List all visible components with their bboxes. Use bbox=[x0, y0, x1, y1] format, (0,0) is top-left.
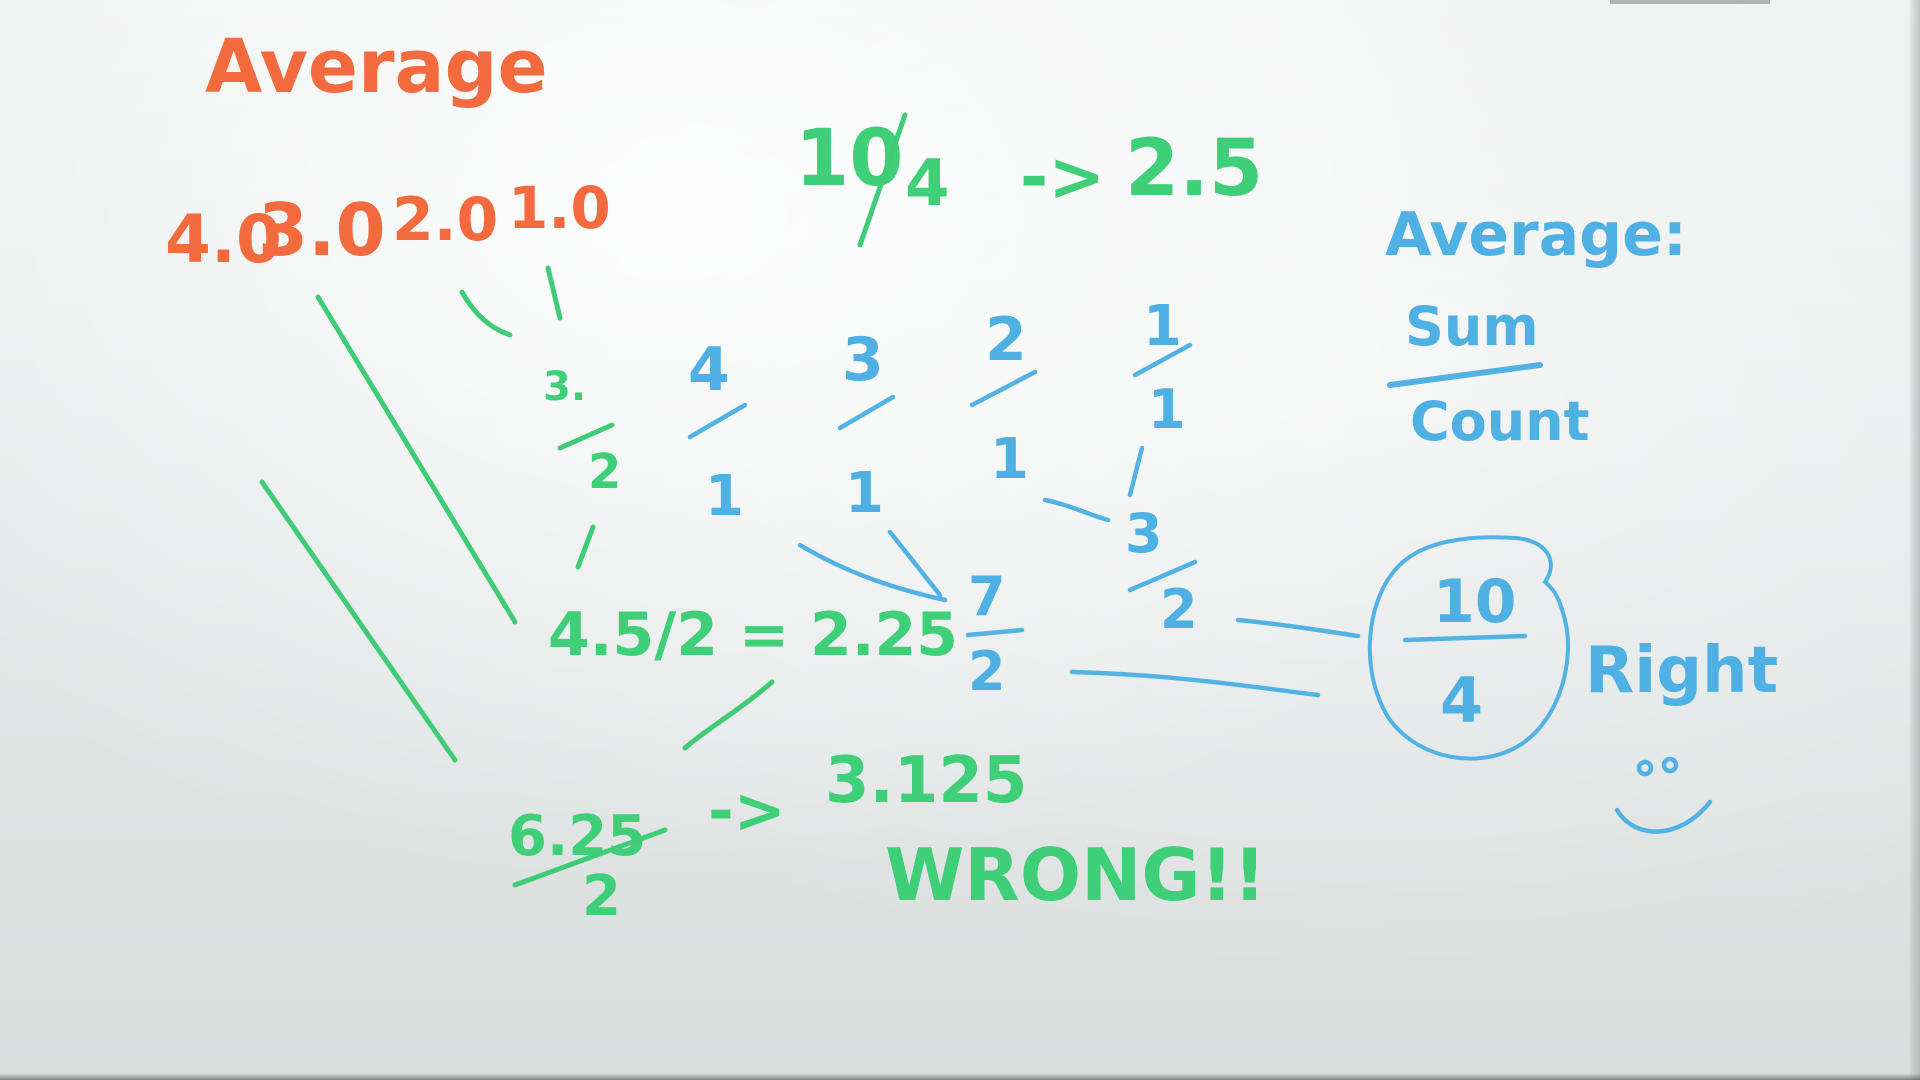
fraction-3-denominator: 1 bbox=[845, 461, 884, 526]
fraction-1-tail-stroke bbox=[1127, 445, 1145, 498]
smiley-left-eye bbox=[1636, 759, 1654, 777]
left-sum-numerator: 7 bbox=[968, 565, 1006, 628]
total-numerator: 10 bbox=[1433, 567, 1517, 637]
top-numerator: 10 bbox=[795, 114, 904, 204]
decimal-values-row: 4.0 3.0 2.0 1.0 bbox=[165, 174, 611, 278]
fraction-1-over-1: 1 1 bbox=[1127, 294, 1193, 498]
right-path: 7 2 3 2 10 4 Right bbox=[797, 497, 1778, 834]
pair-line-2-0 bbox=[459, 289, 513, 338]
board-clip bbox=[1610, 0, 1770, 4]
fraction-1-bar bbox=[1132, 342, 1193, 378]
value-2-0: 2.0 bbox=[392, 185, 498, 255]
right-verdict: Right bbox=[1585, 634, 1778, 708]
fraction-1-numerator: 1 bbox=[1143, 294, 1182, 359]
smiley-right-eye bbox=[1661, 756, 1679, 774]
right-sum-numerator: 3 bbox=[1125, 502, 1163, 565]
fraction-4-numerator: 4 bbox=[688, 335, 730, 405]
first-step-numerator: 3. bbox=[543, 364, 586, 410]
right-sum-denominator: 2 bbox=[1160, 578, 1198, 641]
total-denominator: 4 bbox=[1440, 664, 1483, 737]
top-fraction-slash bbox=[857, 112, 908, 248]
third-step-bar bbox=[512, 827, 668, 888]
wrong-result: 3.125 bbox=[825, 744, 1027, 818]
third-step-denominator: 2 bbox=[582, 864, 621, 929]
pair-line-4-left bbox=[797, 542, 948, 603]
total-circle bbox=[1367, 535, 1570, 761]
pair-line-2-right bbox=[1042, 497, 1111, 523]
fraction-3-over-1: 3 1 bbox=[837, 325, 896, 526]
fraction-2-denominator: 1 bbox=[990, 427, 1029, 492]
title-group: Average bbox=[205, 24, 548, 110]
average-title: Average bbox=[205, 24, 548, 110]
total-fraction-bar bbox=[1402, 633, 1528, 643]
right-sum-bar bbox=[1127, 559, 1198, 593]
top-denominator: 4 bbox=[905, 147, 950, 221]
fraction-4-over-1: 4 1 bbox=[687, 335, 748, 529]
fraction-2-bar bbox=[969, 369, 1038, 408]
average-definition: Average: Sum Count bbox=[1385, 200, 1687, 453]
fraction-2-over-1: 2 1 bbox=[969, 305, 1038, 492]
fraction-2-numerator: 2 bbox=[985, 305, 1027, 375]
smiley-face-icon bbox=[1614, 756, 1713, 834]
board-edge-right bbox=[1910, 0, 1920, 1080]
definition-numerator: Sum bbox=[1405, 295, 1539, 358]
value-4-0: 4.0 bbox=[165, 201, 282, 278]
fraction-4-bar bbox=[687, 402, 748, 440]
first-step-denominator: 2 bbox=[588, 444, 621, 500]
wrong-line-3-0 bbox=[315, 294, 518, 625]
value-3-0: 3.0 bbox=[258, 188, 386, 272]
top-result-value: 2.5 bbox=[1125, 124, 1263, 214]
left-sum-bar bbox=[965, 627, 1025, 638]
fraction-3-bar bbox=[837, 394, 896, 431]
pair-line-3-left bbox=[887, 529, 943, 598]
wrong-line-4-0 bbox=[259, 479, 458, 763]
second-step-tail bbox=[682, 679, 775, 751]
wrong-path: 3. 2 4.5/2 = 2.25 6.25 2 -> 3.125 WRONG!… bbox=[259, 265, 1266, 929]
wrong-verdict: WRONG!! bbox=[885, 833, 1266, 917]
connect-line-right-sum bbox=[1235, 617, 1361, 639]
first-step-tail bbox=[575, 524, 596, 570]
fraction-1-denominator: 1 bbox=[1148, 378, 1186, 441]
board-edge-bottom bbox=[0, 1074, 1920, 1080]
smiley-mouth bbox=[1614, 799, 1713, 834]
top-arrow: -> bbox=[1020, 138, 1105, 217]
wrong-arrow: -> bbox=[708, 774, 786, 847]
connect-line-left-sum bbox=[1069, 669, 1321, 698]
value-1-0: 1.0 bbox=[508, 174, 611, 242]
definition-fraction-bar bbox=[1387, 362, 1543, 388]
fraction-3-numerator: 3 bbox=[842, 325, 884, 395]
top-result: 10 4 -> 2.5 bbox=[795, 112, 1263, 248]
second-step-expression: 4.5/2 = 2.25 bbox=[548, 600, 958, 670]
third-step-numerator: 6.25 bbox=[508, 804, 646, 869]
first-step-bar bbox=[557, 422, 615, 451]
left-sum-denominator: 2 bbox=[968, 640, 1006, 703]
fraction-4-denominator: 1 bbox=[705, 464, 744, 529]
definition-label: Average: bbox=[1385, 200, 1687, 270]
definition-denominator: Count bbox=[1410, 390, 1589, 453]
pair-line-1-0 bbox=[545, 265, 563, 321]
